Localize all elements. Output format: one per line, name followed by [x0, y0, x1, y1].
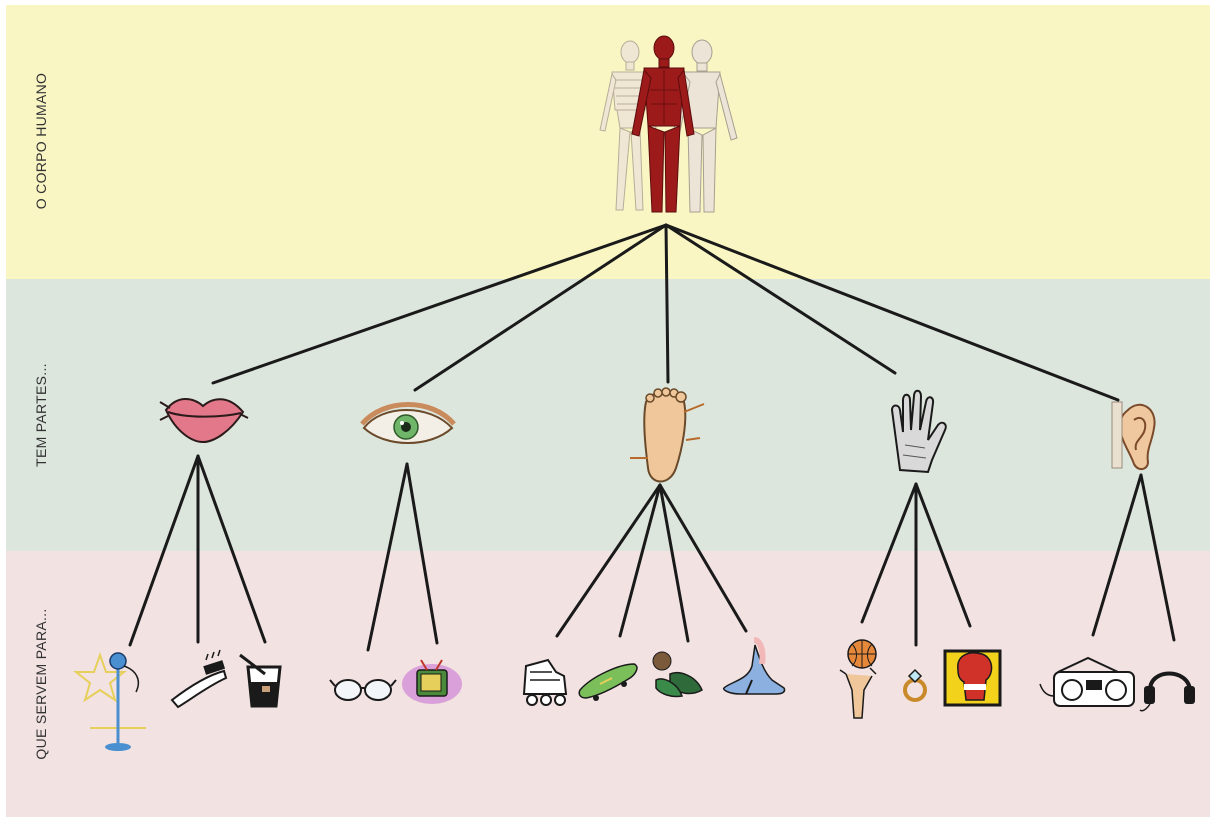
ring-icon — [905, 670, 925, 700]
lips-icon — [160, 399, 248, 442]
connector-line — [130, 456, 198, 645]
connector-line — [916, 484, 970, 626]
high-heel-shoe-icon — [724, 640, 785, 694]
connector-line — [1141, 475, 1174, 640]
roller-skate-icon — [524, 660, 566, 705]
skateboard-icon — [579, 664, 637, 701]
connector-line — [620, 485, 660, 636]
swim-fins-icon — [653, 652, 702, 697]
connector-line — [862, 484, 916, 622]
connector-line — [213, 225, 666, 383]
television-icon — [402, 660, 462, 704]
hand-icon — [892, 391, 946, 472]
ear-icon — [1112, 402, 1155, 469]
connector-line — [198, 456, 265, 642]
glasses-icon — [330, 680, 396, 700]
connector-line — [368, 464, 407, 650]
radio-boombox-icon — [1040, 658, 1134, 706]
connector-line — [666, 225, 668, 382]
eye-icon — [362, 405, 454, 444]
microphone-icon — [76, 653, 146, 751]
toothbrush-icon — [172, 650, 226, 707]
human-body-anatomy-icon — [600, 36, 737, 212]
headphones-icon — [1140, 674, 1195, 711]
connector-line — [1093, 475, 1141, 635]
connector-line — [407, 464, 437, 643]
connector-line — [666, 225, 1118, 400]
connector-line — [557, 485, 660, 636]
boxing-glove-icon — [945, 651, 1000, 705]
basketball-icon — [840, 640, 876, 718]
connector-line — [415, 225, 666, 390]
drink-glass-icon — [240, 655, 280, 706]
foot-icon — [630, 388, 704, 482]
